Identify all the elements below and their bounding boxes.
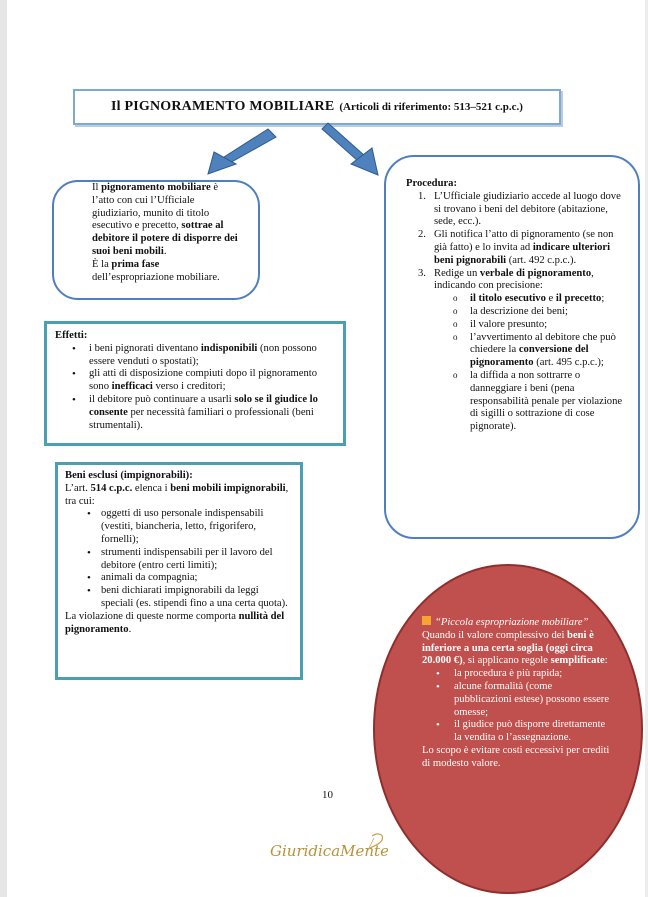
- verbale-item: il valore presunto;: [434, 318, 628, 332]
- procedure-steps: 1. L’Ufficiale giudiziario accede al luo…: [406, 191, 628, 434]
- def-text-4: È la: [92, 258, 112, 270]
- effects-list: i beni pignorati diventano indisponibili…: [55, 343, 333, 433]
- effects-bold: inefficaci: [111, 381, 153, 393]
- verbale-text: la descrizione dei beni;: [470, 305, 568, 317]
- verbale-text: l’avvertimento al debitore che può chied…: [470, 331, 616, 356]
- verbale-text: e: [545, 293, 556, 305]
- def-text-1: Il: [92, 182, 102, 193]
- excluded-item: oggetti di uso personale indispensabili …: [65, 508, 292, 546]
- verbale-item: l’avvertimento al debitore che può chied…: [434, 331, 628, 370]
- effects-text: i beni pignorati diventano: [89, 342, 201, 354]
- title-main: Il PIGNORAMENTO MOBILIARE: [111, 99, 335, 114]
- excluded-heading: Beni esclusi (impignorabili):: [65, 470, 193, 481]
- verbale-text: (art. 495 c.p.c.);: [533, 357, 604, 369]
- circle-item: il giudice può disporre direttamente la …: [422, 719, 611, 745]
- effects-card: Effetti: i beni pignorati diventano indi…: [44, 321, 346, 446]
- effects-item: i beni pignorati diventano indisponibili…: [55, 343, 333, 369]
- excluded-text: elenca i: [132, 482, 171, 494]
- def-text-2: è l’atto con cui l’Ufficiale giudiziario…: [92, 182, 219, 232]
- step-text: Redige un: [434, 267, 480, 279]
- step-number: 2.: [418, 229, 426, 241]
- verbale-text: la diffida a non sottrarre o danneggiare…: [470, 369, 623, 433]
- effects-text: gli atti di disposizione compiuti dopo i…: [89, 368, 318, 393]
- excluded-item: beni dichiarati impignorabili da leggi s…: [65, 585, 292, 611]
- verbale-bold: conversione del pignoramento: [470, 344, 589, 369]
- def-text-3: .: [163, 245, 167, 257]
- excluded-text: , tra cui:: [65, 482, 289, 507]
- verbale-text: il valore presunto;: [470, 318, 548, 330]
- excluded-bold: beni mobili impignorabili: [170, 482, 286, 494]
- verbale-contents: il titolo esecutivo e il precetto; la de…: [434, 292, 628, 434]
- effects-bold: solo se il giudice lo consente: [89, 393, 318, 418]
- circle-text: , si applicano regole: [462, 655, 551, 667]
- definition-card: Il pignoramento mobiliare è l’atto con c…: [52, 180, 260, 300]
- step-text: (art. 492 c.p.c.).: [506, 254, 577, 266]
- step-number: 3.: [418, 267, 426, 279]
- effects-bold: indisponibili: [200, 342, 258, 354]
- page-edge-right: [645, 0, 648, 897]
- small-expropriation-heading: “Piccola espropriazione mobiliare”: [435, 617, 589, 628]
- verbale-item: la descrizione dei beni;: [434, 305, 628, 319]
- logo-text: GiuridicaMente: [270, 842, 388, 860]
- circle-bold: semplificate: [550, 655, 605, 667]
- step-bold: indicare ulteriori beni pignorabili: [434, 241, 611, 266]
- effects-item: il debitore può continuare a usarli solo…: [55, 394, 333, 432]
- verbale-item: il titolo esecutivo e il precetto;: [434, 292, 628, 306]
- circle-text: Quando il valore complessivo dei: [422, 629, 568, 641]
- step-number: 1.: [418, 190, 426, 202]
- procedure-heading: Procedura:: [406, 178, 457, 189]
- verbale-bold: il titolo esecutivo: [470, 293, 546, 305]
- title-reference: (Articoli di riferimento: 513–521 c.p.c.…: [339, 101, 523, 113]
- excluded-bold: 514 c.p.c.: [90, 482, 133, 494]
- procedure-step: 2. Gli notifica l’atto di pignoramento (…: [406, 229, 628, 267]
- excluded-text: .: [128, 623, 132, 635]
- excluded-item: animali da compagnia;: [65, 572, 292, 585]
- excluded-list: oggetti di uso personale indispensabili …: [65, 508, 292, 610]
- title-box: Il PIGNORAMENTO MOBILIARE (Articoli di r…: [73, 89, 561, 125]
- circle-text: :: [604, 655, 608, 667]
- excluded-item: strumenti indispensabili per il lavoro d…: [65, 547, 292, 573]
- page-number: 10: [322, 789, 333, 801]
- effects-text: il debitore può continuare a usarli: [89, 393, 235, 405]
- excluded-text: L’art.: [65, 482, 91, 494]
- effects-heading: Effetti:: [55, 330, 88, 341]
- step-text: L’Ufficiale giudiziario accede al luogo …: [434, 190, 621, 228]
- def-bold-1: pignoramento mobiliare: [101, 182, 211, 193]
- def-bold-3: prima fase: [111, 258, 160, 270]
- def-text-5: dell’espropriazione mobiliare.: [92, 271, 220, 283]
- step-text: Gli notifica l’atto di pignoramento (se …: [434, 229, 614, 253]
- effects-text: per necessità familiari o professionali …: [89, 406, 314, 431]
- excluded-goods-card: Beni esclusi (impignorabili): L’art. 514…: [55, 462, 303, 680]
- verbale-text: ;: [601, 293, 605, 305]
- circle-outro: Lo scopo è evitare costi eccessivi per c…: [422, 744, 610, 769]
- circle-list: la procedura è più rapida; alcune formal…: [422, 668, 611, 745]
- procedure-step: 3. Redige un verbale di pignoramento, in…: [406, 268, 628, 434]
- circle-item: alcune formalità (come pubblicazioni est…: [422, 681, 611, 719]
- page-edge-left: [0, 0, 7, 897]
- step-bold: verbale di pignoramento: [479, 267, 592, 279]
- procedure-card: Procedura: 1. L’Ufficiale giudiziario ac…: [384, 155, 640, 539]
- effects-text: verso i creditori;: [152, 381, 226, 393]
- procedure-step: 1. L’Ufficiale giudiziario accede al luo…: [406, 191, 628, 229]
- excluded-bold: nullità del pignoramento: [65, 610, 285, 635]
- circle-bold: beni è inferiore a una certa soglia (ogg…: [422, 629, 594, 667]
- def-bold-2: sottrae al debitore il potere di disporr…: [92, 220, 238, 257]
- verbale-item: la diffida a non sottrarre o danneggiare…: [434, 369, 628, 434]
- small-expropriation-circle: “Piccola espropriazione mobiliare” Quand…: [373, 564, 643, 894]
- orange-square-icon: [422, 616, 431, 625]
- step-text: , indicando con precisione:: [434, 267, 594, 292]
- effects-item: gli atti di disposizione compiuti dopo i…: [55, 368, 333, 394]
- logo: GiuridicaMente: [270, 833, 388, 860]
- excluded-text: La violazione di queste norme comporta: [65, 610, 239, 622]
- circle-item: la procedura è più rapida;: [422, 668, 611, 681]
- verbale-bold: il precetto: [555, 293, 602, 305]
- effects-text: (non possono essere venduti o spostati);: [89, 342, 317, 367]
